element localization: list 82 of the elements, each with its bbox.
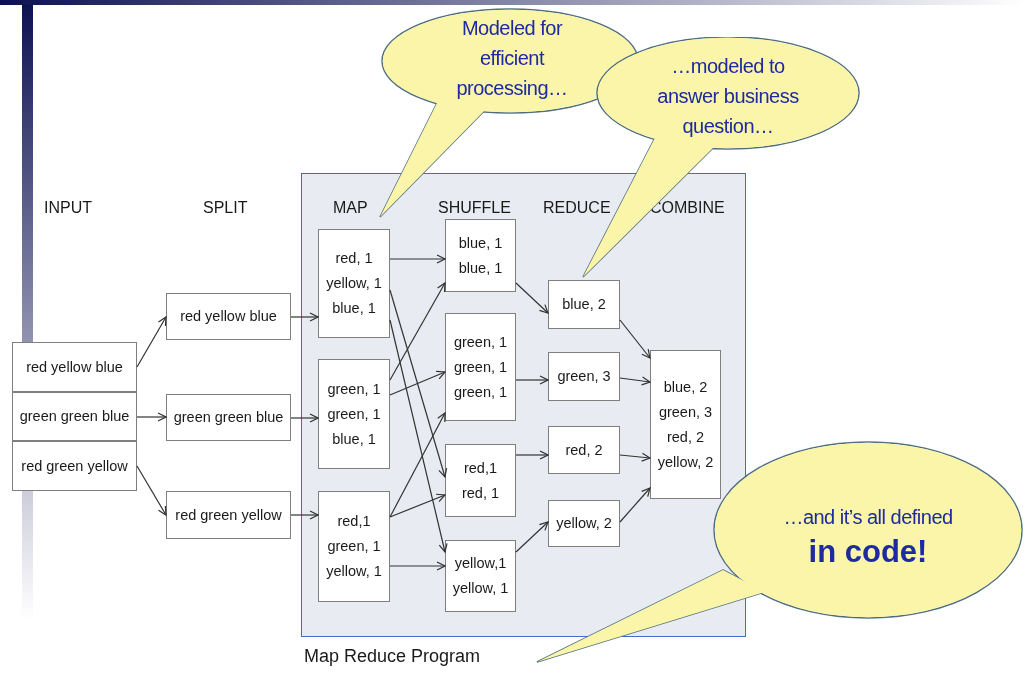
box-text: green, 3 [658,403,713,421]
column-header: SPLIT [203,199,248,217]
text-box [318,229,390,338]
arrow [290,413,319,423]
arrow [515,375,549,385]
box-text: green green blue [173,409,284,426]
arrow [136,316,167,368]
text-box [318,491,390,602]
box-text: green green blue [19,408,130,425]
text-box [166,293,291,340]
arrow [619,487,651,523]
arrow [290,312,319,322]
arrow [389,370,446,396]
bubble-text: in code! [808,533,928,571]
box-text: blue, 1 [332,430,376,448]
arrow [389,254,446,264]
box-text: red, 2 [565,441,603,459]
box-text: red,1 [337,513,371,530]
text-box [548,352,620,401]
text-box [548,426,620,474]
box-text: green, 1 [327,405,381,423]
column-header: REDUCE [543,199,611,217]
arrow [619,376,651,386]
text-box [445,313,516,421]
box-text: red green yellow [21,457,128,475]
arrow [389,289,448,478]
box-text: green, 1 [453,383,508,401]
box-text: green, 1 [453,358,508,376]
arrow [619,452,651,462]
text-box [548,280,620,329]
text-box [12,441,137,491]
text-box [166,394,291,441]
box-text: red,1 [463,459,498,477]
box-text: yellow,1 [454,555,507,572]
box-text: green, 3 [557,368,611,385]
text-box [166,491,291,539]
column-header: SHUFFLE [438,199,511,217]
arrow [389,319,448,553]
box-text: yellow, 1 [326,563,382,580]
box-text: blue, 1 [458,259,503,277]
box-text: red green yellow [175,506,282,524]
box-text: red yellow blue [26,358,123,376]
bubble-text: …modeled to answer business question… [656,54,800,139]
arrow [515,282,549,314]
box-text: blue, 2 [562,296,606,313]
box-text: blue, 2 [663,378,708,396]
box-text: red, 2 [666,428,705,446]
arrow [136,465,167,516]
arrow [136,412,167,422]
text-box [445,444,516,517]
box-text: green, 1 [327,538,381,555]
panel-title: Map Reduce Program [304,645,481,667]
box-text: red, 1 [335,250,373,267]
box-text: red yellow blue [180,308,277,325]
box-text: yellow, 1 [452,580,509,597]
text-box [650,350,721,499]
arrow [389,561,446,571]
arrow [619,319,651,359]
box-text: blue, 1 [458,234,503,252]
box-text: red, 1 [461,484,500,502]
arrow [389,282,446,381]
text-box [318,359,390,469]
text-box [548,500,620,547]
arrow [290,510,319,520]
text-box [445,219,516,292]
arrow [389,412,446,518]
arrow [389,493,446,518]
text-box [445,540,516,612]
text-box [12,392,137,441]
box-text: yellow, 2 [657,453,714,471]
box-text: green, 1 [327,380,381,398]
arrow [515,521,549,553]
bubble-text: …and it’s all defined [783,505,953,530]
column-header: INPUT [44,199,92,217]
text-box [12,342,137,392]
bubble-text: Modeled for efficient processing… [455,16,569,101]
box-text: green, 1 [453,333,508,351]
box-text: yellow, 1 [326,275,382,292]
column-header: MAP [333,199,368,217]
arrow [515,450,549,460]
box-text: yellow, 2 [556,515,612,532]
box-text: blue, 1 [332,300,376,317]
